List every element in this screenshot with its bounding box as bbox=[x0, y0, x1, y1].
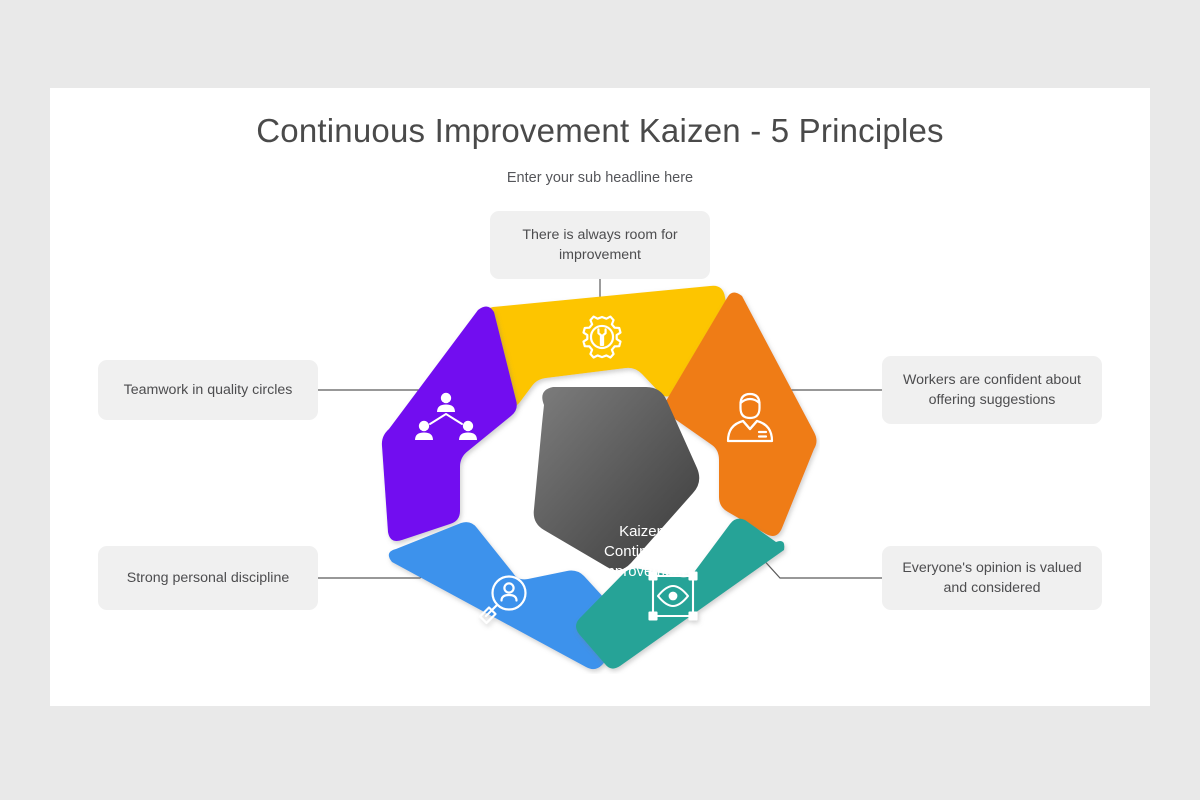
eye-frame-icon bbox=[648, 571, 698, 621]
page-title: Continuous Improvement Kaizen - 5 Princi… bbox=[256, 112, 944, 149]
label-box-left-lower[interactable]: Strong personal discipline bbox=[98, 546, 318, 610]
label-text: Workers are confident about offering sug… bbox=[903, 371, 1081, 408]
label-box-left-upper[interactable]: Teamwork in quality circles bbox=[98, 360, 318, 420]
page-subtitle: Enter your sub headline here bbox=[506, 170, 694, 186]
label-text: Teamwork in quality circles bbox=[123, 381, 293, 398]
segment-left-lower[interactable] bbox=[388, 522, 630, 670]
pentagon-diagram: Kaizen Continuous Improvement bbox=[380, 274, 820, 674]
segment-top[interactable] bbox=[482, 285, 741, 407]
team-group-icon bbox=[415, 392, 477, 440]
center-hub-shape[interactable] bbox=[533, 387, 700, 571]
label-box-right-lower[interactable]: Everyone's opinion is valued and conside… bbox=[882, 546, 1102, 610]
label-box-top[interactable]: There is always room for improvement bbox=[490, 211, 710, 279]
segment-top-shape[interactable] bbox=[482, 285, 741, 407]
segment-right-upper[interactable] bbox=[665, 292, 817, 536]
segment-left-upper-shape[interactable] bbox=[381, 306, 517, 541]
label-text: Everyone's opinion is valued and conside… bbox=[902, 559, 1082, 596]
label-text: Strong personal discipline bbox=[126, 569, 290, 586]
slide-canvas: Continuous Improvement Kaizen - 5 Princi… bbox=[50, 88, 1150, 706]
magnifier-person-icon bbox=[478, 575, 527, 625]
segment-left-upper[interactable] bbox=[381, 306, 517, 541]
segment-right-lower-shape[interactable] bbox=[576, 518, 785, 669]
worker-person-icon bbox=[726, 392, 774, 443]
gear-wrench-icon bbox=[582, 315, 622, 359]
center-hub[interactable] bbox=[533, 387, 700, 571]
label-box-right-upper[interactable]: Workers are confident about offering sug… bbox=[882, 356, 1102, 424]
label-text: There is always room for improvement bbox=[522, 226, 678, 263]
segment-right-lower[interactable] bbox=[576, 518, 785, 669]
